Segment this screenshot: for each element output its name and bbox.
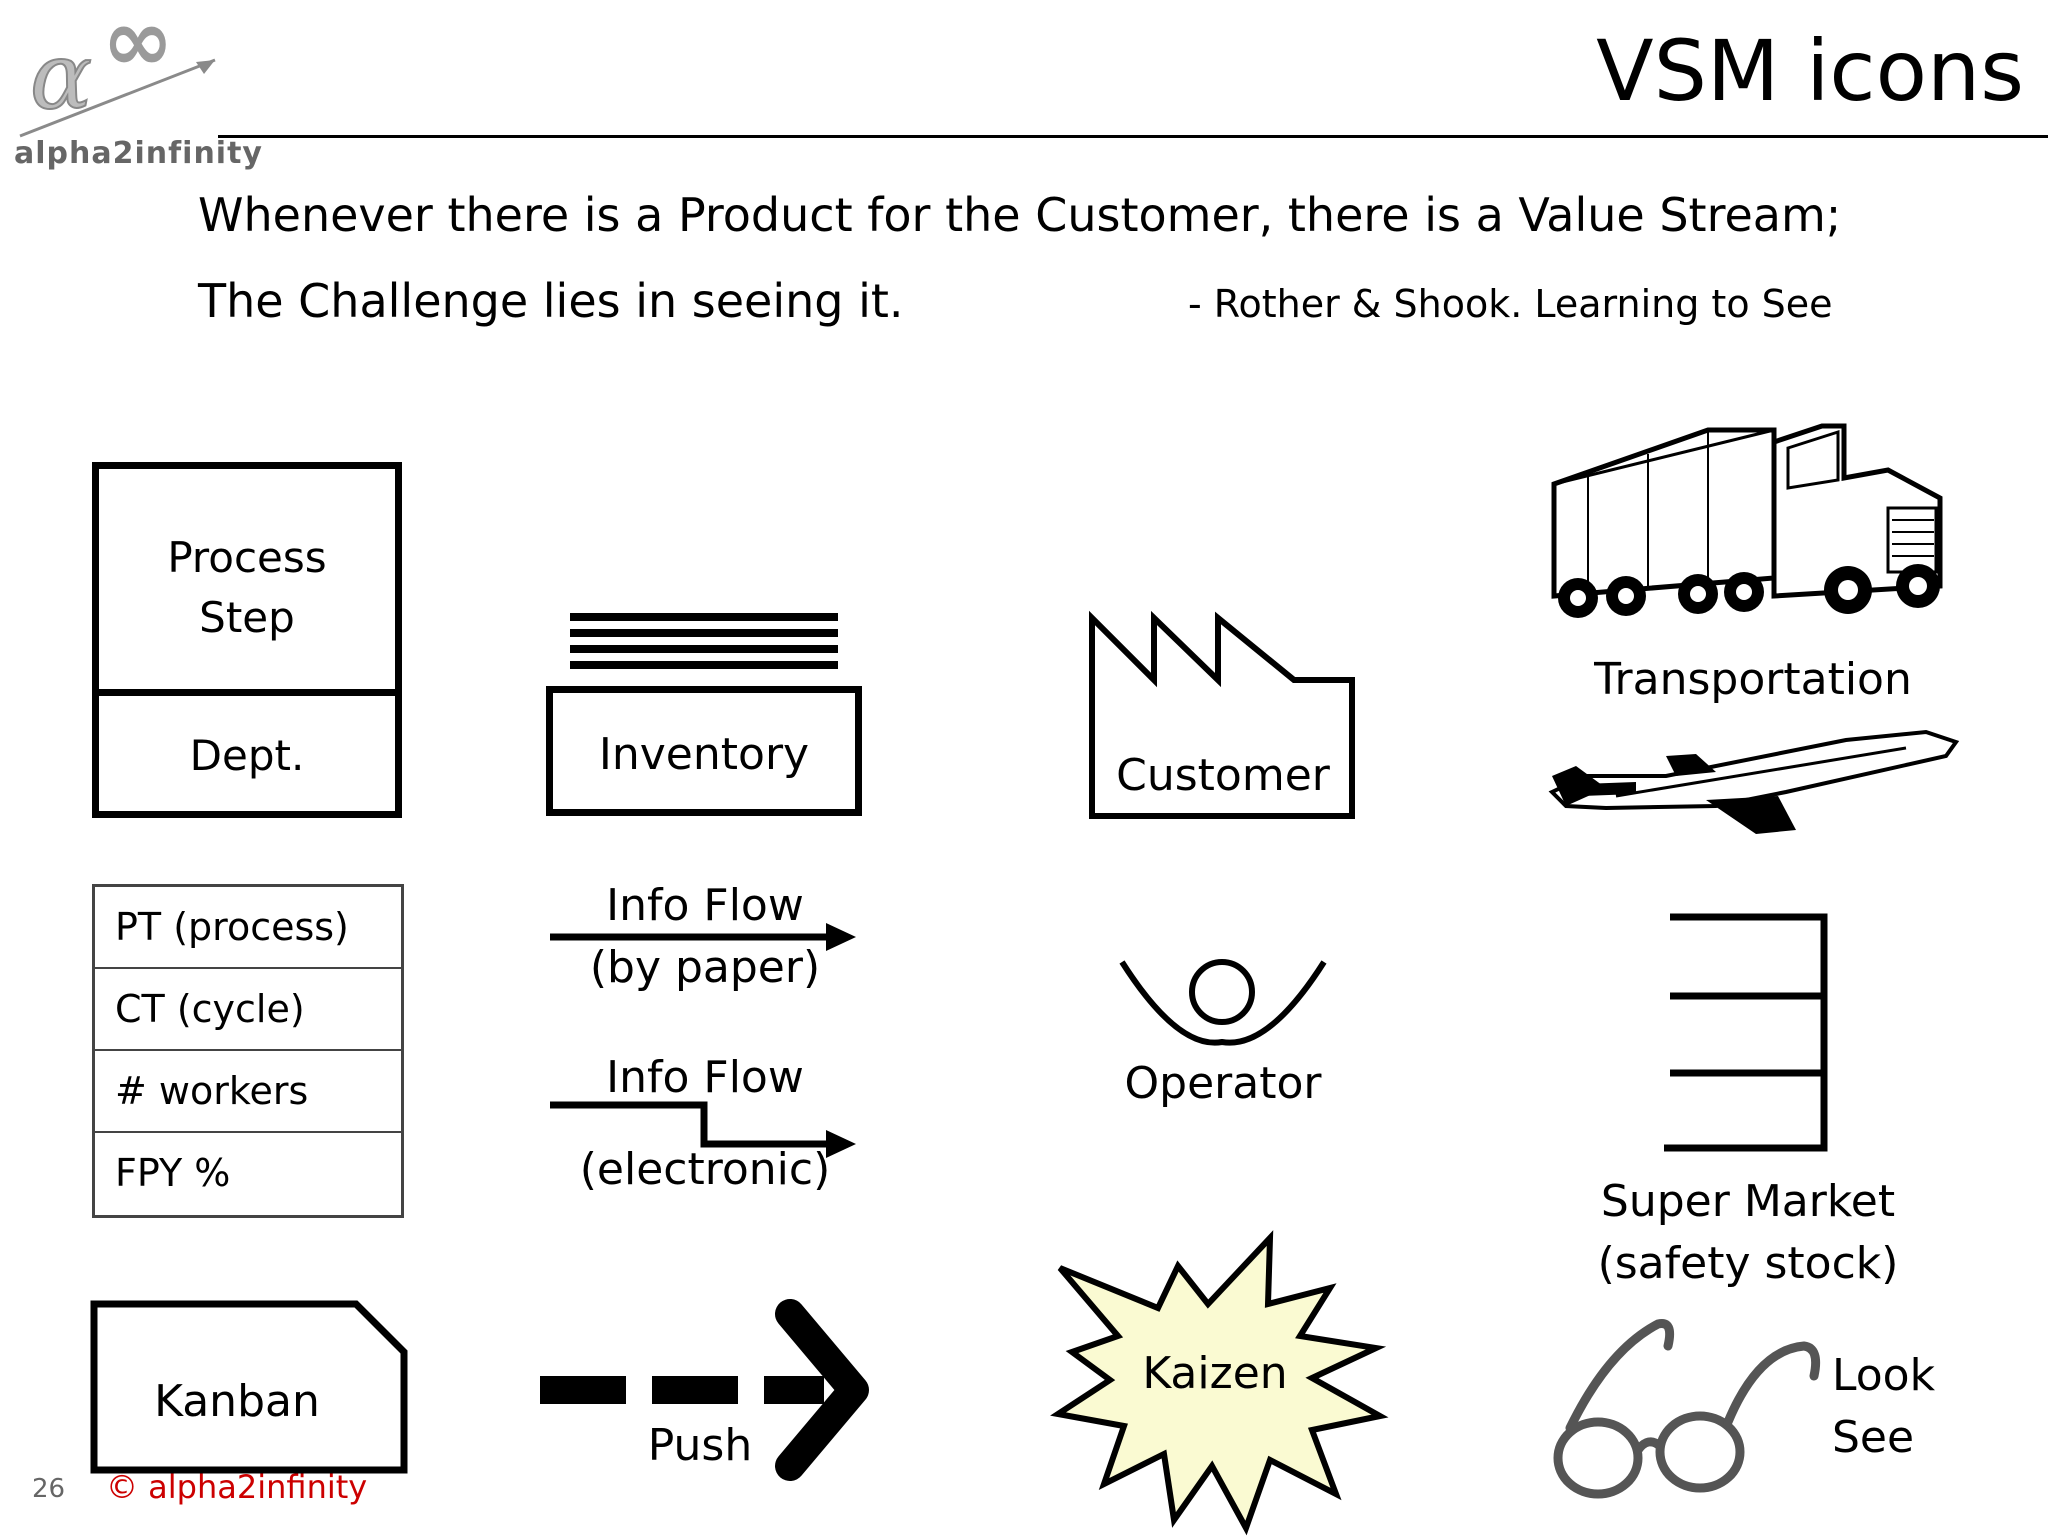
metrics-table: PT (process) CT (cycle) # workers FPY % bbox=[92, 884, 404, 1218]
process-step-divider bbox=[99, 689, 395, 696]
glasses-icon bbox=[1553, 1319, 1821, 1499]
svg-text:α: α bbox=[30, 23, 92, 130]
metric-row-workers: # workers bbox=[95, 1051, 401, 1133]
info-flow-electronic-label: Info Flow bbox=[606, 1052, 804, 1103]
look-label: Look bbox=[1832, 1350, 1936, 1401]
factory-icon bbox=[1089, 610, 1355, 819]
push-arrow-icon bbox=[540, 1299, 869, 1481]
kaizen-burst-icon bbox=[1050, 1230, 1389, 1536]
kanban-icon bbox=[90, 1300, 408, 1474]
alpha-infinity-logo-icon: α ∞ bbox=[19, 0, 216, 138]
supermarket-icon bbox=[1664, 913, 1828, 1152]
operator-icon bbox=[1119, 959, 1327, 1046]
header-divider bbox=[218, 135, 2048, 138]
supermarket-label: Super Market bbox=[1600, 1176, 1896, 1227]
copyright-text: © alpha2infinity bbox=[106, 1468, 368, 1506]
page-title: VSM icons bbox=[1596, 22, 2024, 120]
metric-row-ct: CT (cycle) bbox=[95, 969, 401, 1051]
info-flow-electronic-sub: (electronic) bbox=[579, 1144, 831, 1195]
process-step-label: Process bbox=[167, 533, 327, 582]
kaizen-label: Kaizen bbox=[1142, 1348, 1288, 1399]
process-step-label-2: Step bbox=[199, 593, 295, 642]
supermarket-sub: (safety stock) bbox=[1597, 1238, 1899, 1289]
info-flow-paper-sub: (by paper) bbox=[589, 942, 821, 993]
metric-row-pt: PT (process) bbox=[95, 887, 401, 969]
push-label: Push bbox=[647, 1420, 753, 1471]
kanban-label: Kanban bbox=[154, 1376, 320, 1427]
quote-attribution: - Rother & Shook. Learning to See bbox=[1188, 282, 1833, 326]
customer-label: Customer bbox=[1116, 750, 1330, 801]
dept-label: Dept. bbox=[189, 731, 305, 780]
airplane-icon bbox=[1548, 729, 1960, 834]
process-step-icon: Process Step Dept. bbox=[92, 462, 402, 818]
truck-icon bbox=[1551, 423, 1943, 618]
logo: α ∞ alpha2infinity bbox=[10, 0, 262, 178]
metric-row-fpy: FPY % bbox=[115, 1151, 231, 1195]
arrow-right-icon bbox=[550, 923, 856, 951]
quote-line-2: The Challenge lies in seeing it. bbox=[198, 274, 904, 328]
inventory-stack-icon bbox=[570, 613, 838, 669]
logo-text: alpha2infinity bbox=[14, 136, 263, 171]
page-number: 26 bbox=[32, 1474, 66, 1504]
lightning-arrow-icon bbox=[550, 1101, 856, 1158]
see-label: See bbox=[1832, 1412, 1915, 1463]
operator-label: Operator bbox=[1124, 1058, 1322, 1109]
svg-text:∞: ∞ bbox=[102, 8, 174, 91]
info-flow-paper-label: Info Flow bbox=[606, 880, 804, 931]
inventory-label: Inventory bbox=[598, 729, 810, 780]
inventory-icon: Inventory bbox=[546, 686, 862, 816]
transportation-label: Transportation bbox=[1594, 654, 1912, 705]
quote-line-1: Whenever there is a Product for the Cust… bbox=[198, 188, 1842, 242]
kaizen-burst-shape bbox=[1050, 1230, 1389, 1536]
